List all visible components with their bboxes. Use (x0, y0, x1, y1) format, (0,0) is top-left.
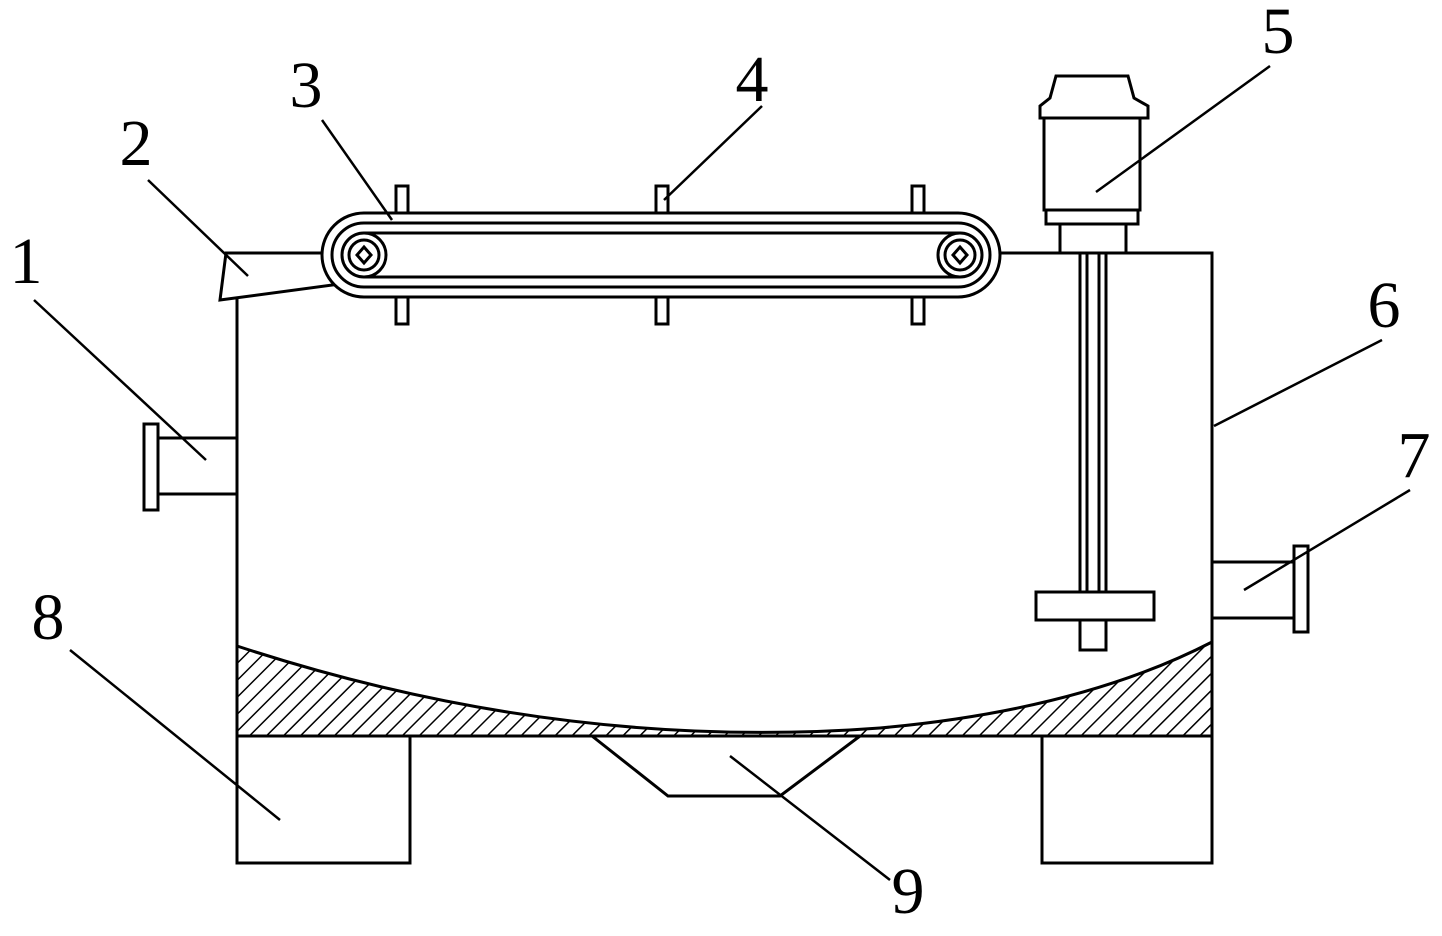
label-7: 7 (1398, 419, 1431, 492)
label-6: 6 (1368, 269, 1401, 342)
motor-assembly (1034, 74, 1156, 652)
leader-line-1 (33, 299, 207, 461)
label-4: 4 (736, 43, 769, 116)
label-5: 5 (1262, 0, 1295, 68)
sediment-curve (236, 640, 1213, 734)
label-2: 2 (120, 107, 153, 180)
motor-ring (1044, 208, 1140, 226)
inlet-pipe (155, 436, 239, 496)
label-8: 8 (32, 581, 65, 654)
right-support-leg (1040, 734, 1214, 865)
motor-coupling (1058, 222, 1128, 255)
leader-line-4 (663, 105, 763, 201)
bottom-hopper (591, 734, 861, 798)
stirring-shaft (1078, 251, 1108, 652)
scraper-blade (654, 294, 670, 326)
label-1: 1 (10, 225, 43, 298)
leader-line-9 (729, 755, 891, 881)
motor-cap (1038, 74, 1150, 120)
sediment-layer (237, 642, 1212, 736)
leader-line-6 (1213, 338, 1383, 428)
motor-body (1042, 116, 1142, 212)
conveyor-belt (320, 184, 1002, 326)
tank-body (235, 251, 1214, 738)
scraper-blade (394, 294, 410, 326)
leader-line-7 (1243, 488, 1411, 592)
scraper-blade (654, 184, 670, 216)
label-9: 9 (892, 855, 925, 928)
label-3: 3 (290, 49, 323, 122)
leader-line-8 (69, 649, 281, 821)
left-support-leg (235, 734, 412, 865)
scraper-blade (910, 294, 926, 326)
outlet-flange (1292, 544, 1310, 634)
inlet-flange (142, 422, 160, 512)
leader-line-2 (147, 179, 249, 277)
impeller-blade (1034, 590, 1156, 622)
leader-line-5 (1095, 64, 1271, 194)
scraper-blade (910, 184, 926, 216)
scraper-blade (394, 184, 410, 216)
leader-line-3 (320, 119, 394, 221)
belt-outer (320, 211, 1002, 299)
outlet-pipe (1210, 560, 1298, 620)
belt-inner (330, 221, 992, 289)
